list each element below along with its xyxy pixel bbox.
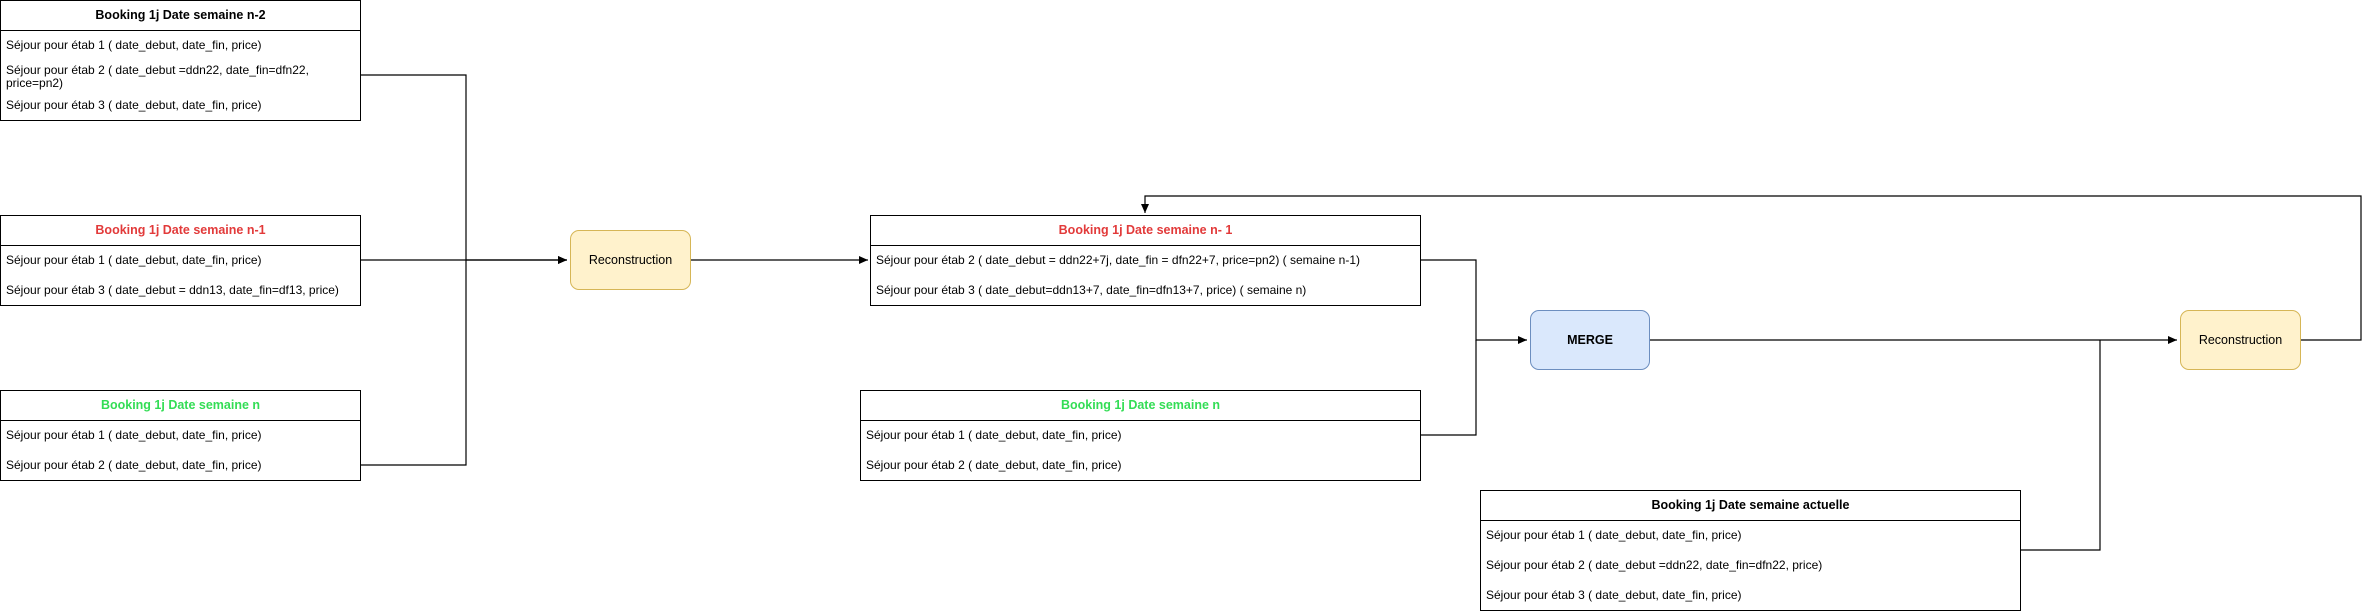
table-semaine-n-1: Booking 1j Date semaine n-1 Séjour pour … <box>0 215 361 306</box>
table-row: Séjour pour étab 1 ( date_debut, date_fi… <box>6 38 262 52</box>
edge-t1-to-reconstruction <box>360 74 567 264</box>
table-row: Séjour pour étab 3 ( date_debut, date_fi… <box>6 98 262 112</box>
table-row: Séjour pour étab 3 ( date_debut, date_fi… <box>1486 588 1742 602</box>
table-semaine-n-1-reconstructed: Booking 1j Date semaine n- 1 Séjour pour… <box>870 215 1421 306</box>
table-row: Séjour pour étab 2 ( date_debut, date_fi… <box>6 458 262 472</box>
node-label: MERGE <box>1567 333 1613 347</box>
table-row: Séjour pour étab 1 ( date_debut, date_fi… <box>866 428 1122 442</box>
reconstruction-node-2: Reconstruction <box>2180 310 2301 370</box>
edge-t6-to-reconstruction <box>2020 340 2101 551</box>
table-semaine-n: Booking 1j Date semaine n Séjour pour ét… <box>0 390 361 481</box>
table-row: Séjour pour étab 2 ( date_debut =ddn22, … <box>1486 558 1823 572</box>
edge-t4-to-merge <box>1420 259 1527 344</box>
edge-t5-to-merge <box>1420 340 1477 436</box>
merge-node: MERGE <box>1530 310 1650 370</box>
table-row: Séjour pour étab 2 ( date_debut = ddn22+… <box>876 253 1361 267</box>
table-row: Séjour pour étab 2 ( date_debut =ddn22, … <box>6 63 309 90</box>
table-row: Séjour pour étab 2 ( date_debut, date_fi… <box>866 458 1122 472</box>
table-title: Booking 1j Date semaine n <box>861 391 1420 421</box>
table-title: Booking 1j Date semaine actuelle <box>1481 491 2020 521</box>
table-semaine-n-2: Booking 1j Date semaine n-2 Séjour pour … <box>0 0 361 121</box>
table-row: Séjour pour étab 1 ( date_debut, date_fi… <box>6 253 262 267</box>
table-semaine-n-copy: Booking 1j Date semaine n Séjour pour ét… <box>860 390 1421 481</box>
table-semaine-actuelle: Booking 1j Date semaine actuelle Séjour … <box>1480 490 2021 611</box>
table-title: Booking 1j Date semaine n-1 <box>1 216 360 246</box>
reconstruction-node: Reconstruction <box>570 230 691 290</box>
table-title: Booking 1j Date semaine n <box>1 391 360 421</box>
table-row: Séjour pour étab 3 ( date_debut=ddn13+7,… <box>876 283 1307 297</box>
edge-t3-to-reconstruction <box>360 260 467 466</box>
table-row: Séjour pour étab 3 ( date_debut = ddn13,… <box>6 283 339 297</box>
table-row: Séjour pour étab 1 ( date_debut, date_fi… <box>1486 528 1742 542</box>
table-title: Booking 1j Date semaine n-2 <box>1 1 360 31</box>
table-title: Booking 1j Date semaine n- 1 <box>871 216 1420 246</box>
node-label: Reconstruction <box>2198 333 2283 347</box>
node-label: Reconstruction <box>588 253 673 267</box>
table-row: Séjour pour étab 1 ( date_debut, date_fi… <box>6 428 262 442</box>
